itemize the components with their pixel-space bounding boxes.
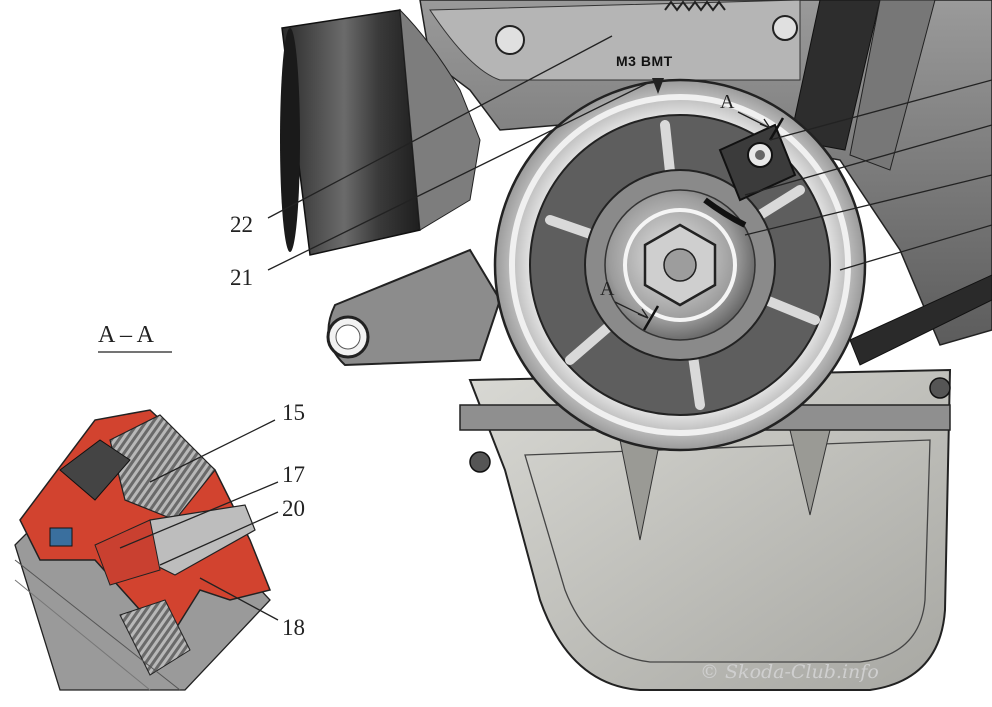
mounting-bracket: [326, 248, 502, 367]
leader-15: [149, 419, 276, 483]
tdc-sensor: [703, 123, 797, 228]
timing-mark-stamp: M3 BMT: [616, 53, 673, 69]
section-marker-bottom: A: [600, 278, 660, 331]
callout-20: 20: [282, 496, 305, 521]
svg-text:A: A: [720, 91, 735, 113]
callout-18: 18: [282, 615, 305, 640]
leader-18: [199, 577, 279, 621]
engine-block: [419, 0, 992, 346]
intake-pipe: [280, 8, 481, 256]
drive-belt: [849, 274, 992, 366]
callout-17: 17: [282, 462, 305, 487]
leader-21: [267, 81, 651, 271]
section-title: A – A: [98, 322, 155, 348]
crankshaft-pulley: [493, 78, 867, 452]
leader-17: [119, 481, 279, 549]
watermark: © Skoda-Club.info: [700, 661, 879, 683]
callout-22: 22: [230, 212, 253, 237]
leader-20: [159, 511, 279, 566]
callout-21: 21: [230, 265, 253, 290]
section-marker-top: A: [720, 91, 785, 141]
callout-15: 15: [282, 400, 305, 425]
leader-lines-right: [744, 79, 992, 271]
leader-22: [267, 35, 613, 219]
svg-text:A: A: [600, 278, 615, 300]
section-view: [14, 409, 272, 691]
